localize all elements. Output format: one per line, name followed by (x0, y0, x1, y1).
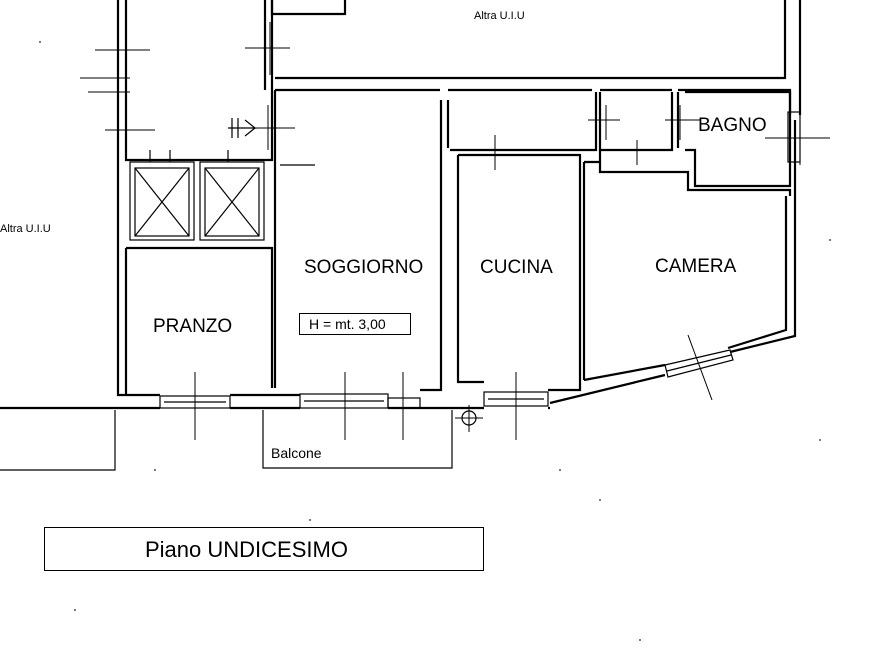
scan-dots (39, 41, 831, 641)
section-marks (80, 22, 830, 440)
ceiling-height-box (299, 313, 411, 335)
balcony-label: Balcone (271, 445, 322, 461)
other-unit-label-left: Altra U.I.U (0, 223, 51, 235)
room-label-pranzo: PRANZO (153, 316, 233, 337)
room-label-soggiorno: SOGGIORNO (304, 257, 424, 278)
ceiling-height-note: H = mt. 3,00 (309, 316, 386, 332)
stair-arrow (228, 118, 257, 138)
other-unit-label-top: Altra U.I.U (474, 10, 525, 22)
room-label-bagno: BAGNO (698, 115, 767, 136)
room-label-cucina: CUCINA (480, 257, 553, 278)
balcony-outline (262, 410, 453, 469)
floor-title: Piano UNDICESIMO (145, 537, 348, 562)
room-label-camera: CAMERA (655, 256, 737, 277)
room-walls (0, 90, 801, 471)
lift-shafts (129, 150, 265, 241)
floor-title-box (44, 527, 484, 571)
